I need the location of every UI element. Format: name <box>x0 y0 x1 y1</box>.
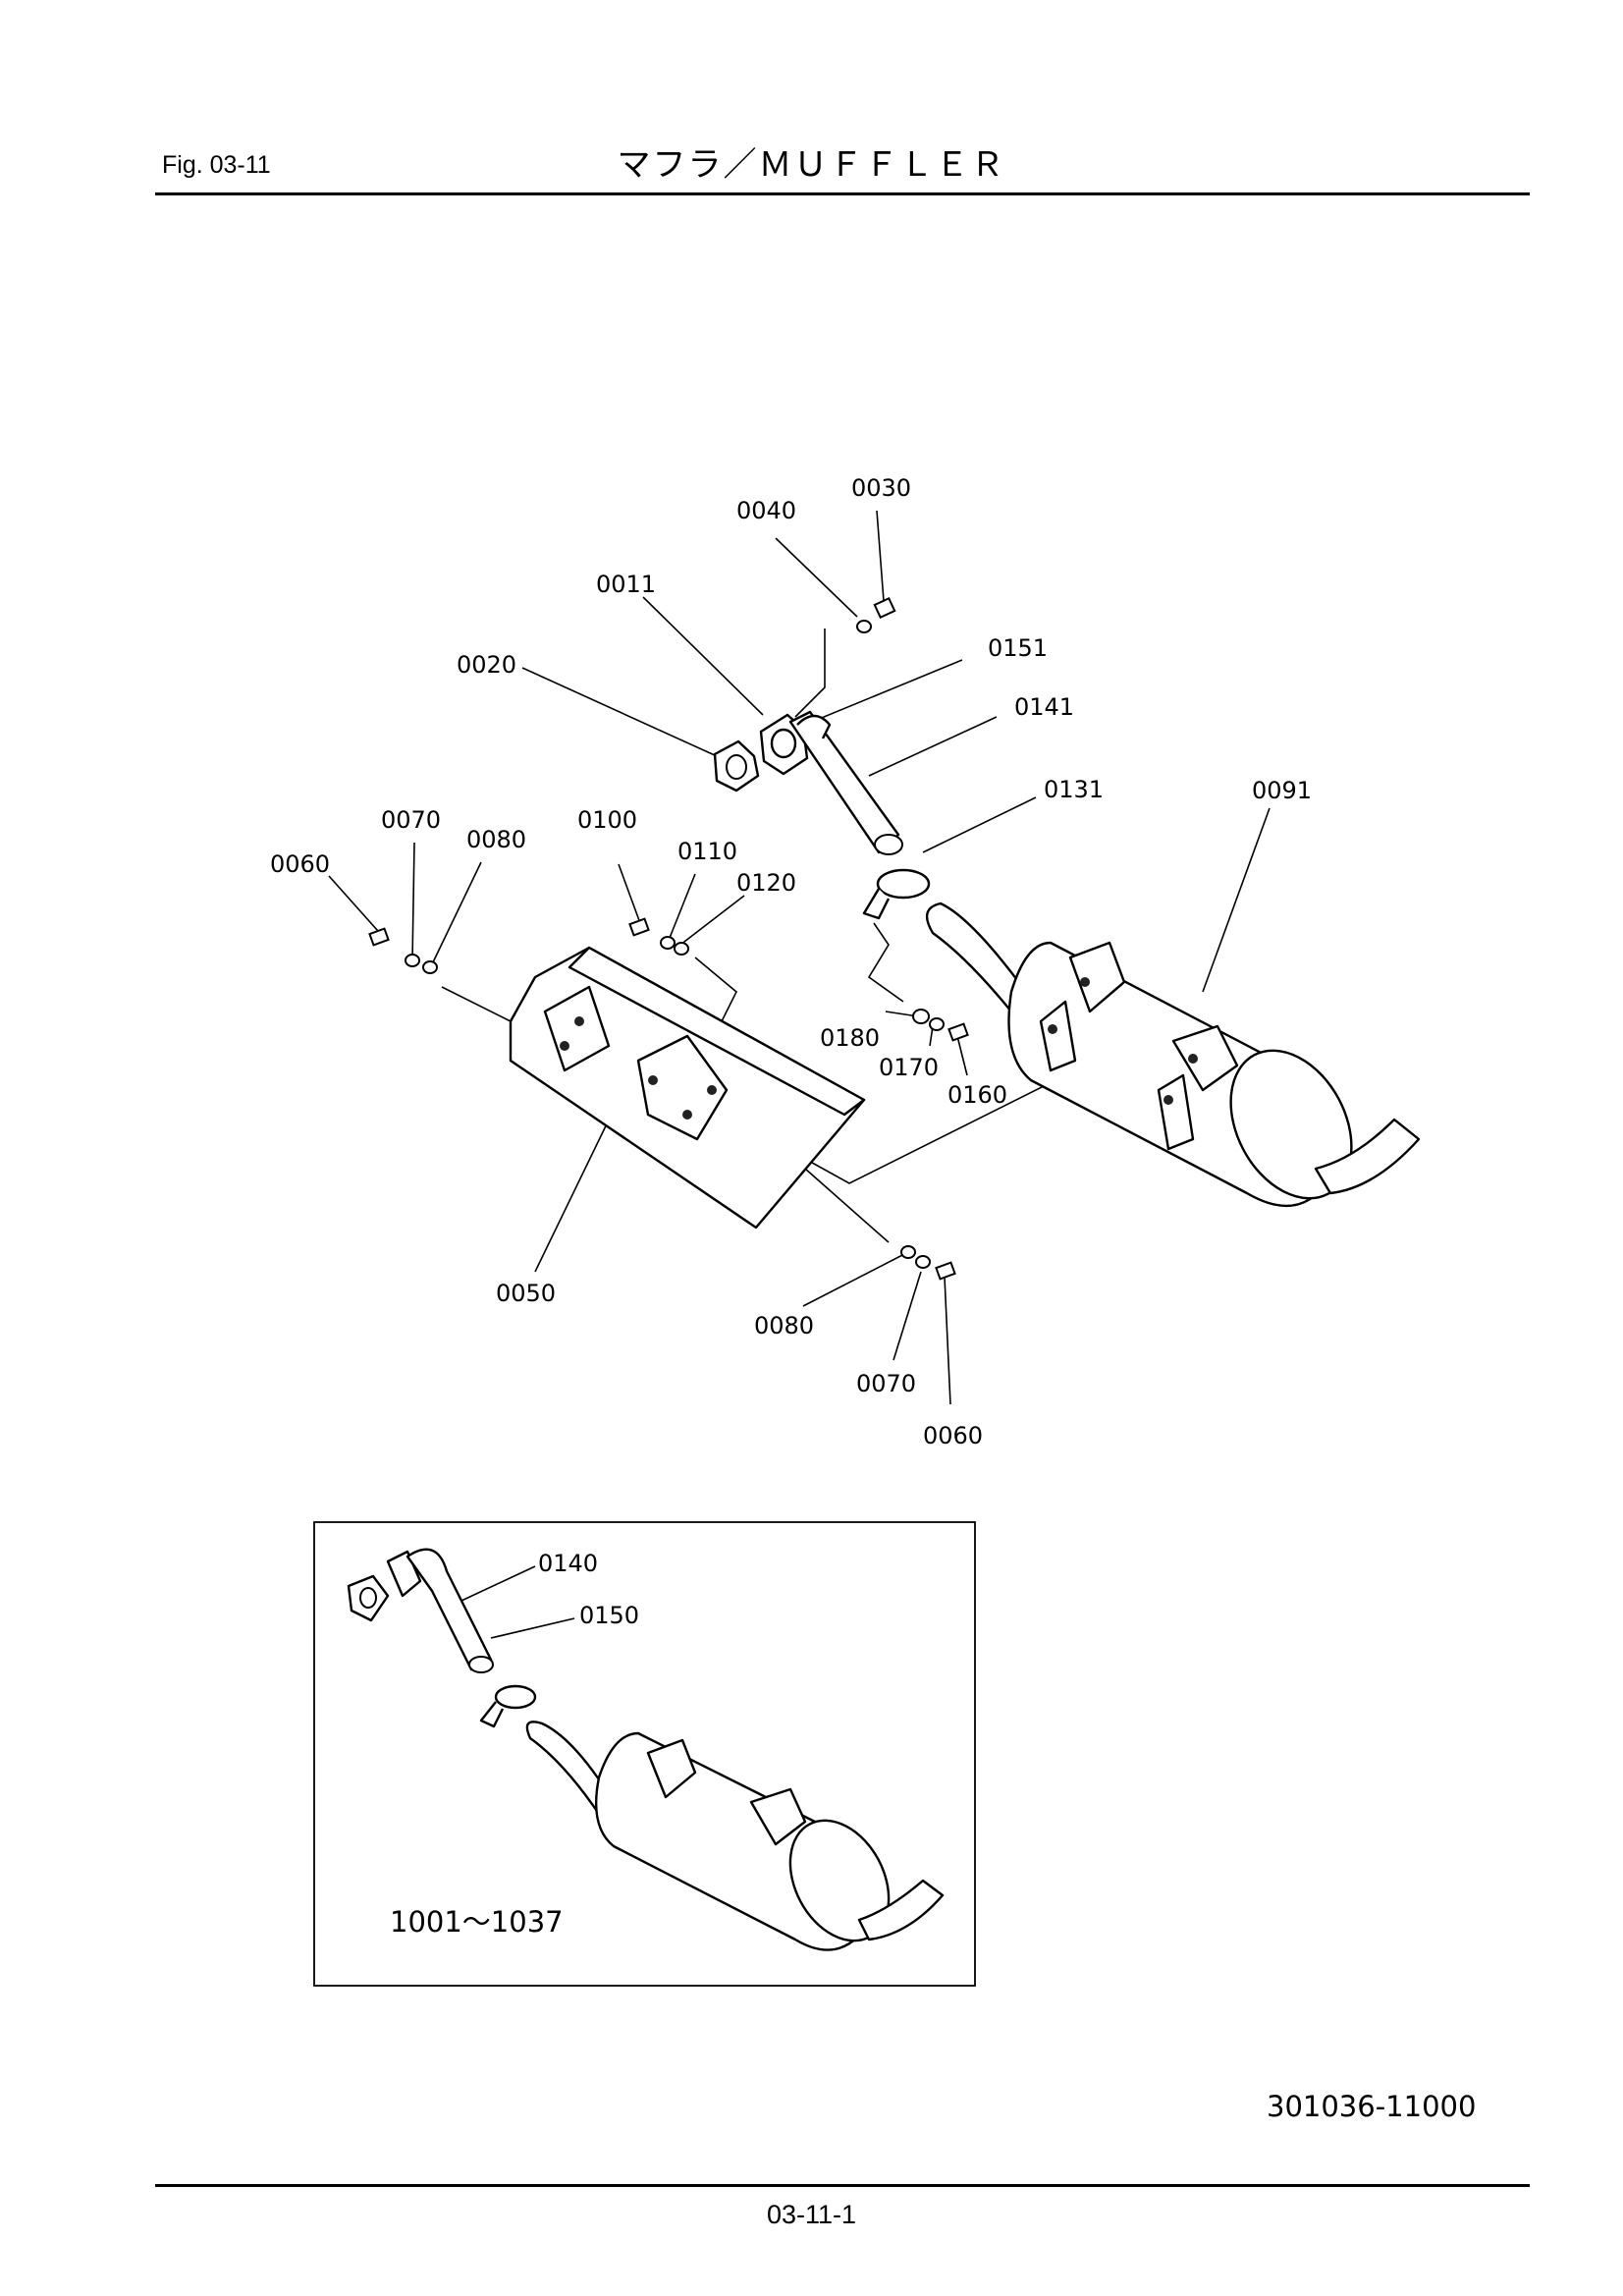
callout-0170: 0170 <box>879 1054 939 1081</box>
callout-0080-left: 0080 <box>466 826 526 853</box>
washer-0070-right <box>915 1255 931 1269</box>
pipe-elbow <box>796 714 832 739</box>
figure-label: Fig. 03-11 <box>162 151 271 179</box>
bolt-0160 <box>947 1022 969 1042</box>
serial-range-label: 1001～1037 <box>390 1905 564 1939</box>
washer-0040 <box>856 620 872 633</box>
washer-0080-left <box>422 960 438 974</box>
callout-0070-right: 0070 <box>856 1370 916 1397</box>
callout-0091: 0091 <box>1252 777 1312 804</box>
callout-0110: 0110 <box>677 838 737 865</box>
callout-0040: 0040 <box>736 497 796 524</box>
callout-0030: 0030 <box>851 474 911 502</box>
callout-0100: 0100 <box>577 806 637 834</box>
fasteners <box>368 917 969 1281</box>
bolt-0100 <box>628 917 650 937</box>
callout-0020: 0020 <box>457 651 516 679</box>
callout-0150: 0150 <box>579 1602 639 1629</box>
page-number: 03-11-1 <box>766 2200 857 2229</box>
bolt-0060-right <box>935 1261 956 1281</box>
pipe-0141 <box>788 710 900 854</box>
washer-0170 <box>929 1017 945 1031</box>
callout-0080-right: 0080 <box>754 1312 814 1339</box>
callout-0011: 0011 <box>596 571 656 598</box>
inset-callouts: 0140 0150 1001～1037 <box>390 1550 639 1939</box>
callout-labels: 0030 0040 0011 0151 0020 0141 0131 0091 … <box>270 474 1312 1449</box>
bolt-0060-left <box>368 927 390 947</box>
inset-variant-drawing <box>347 1548 945 1951</box>
callout-0180: 0180 <box>820 1024 880 1052</box>
header-rule <box>155 192 1530 195</box>
callout-0151: 0151 <box>988 634 1048 662</box>
bolt-0030 <box>873 596 896 620</box>
callout-0141: 0141 <box>1014 693 1074 721</box>
clamp-0131 <box>862 868 931 920</box>
washer-0110 <box>660 936 676 950</box>
callout-0060-right: 0060 <box>923 1422 983 1449</box>
washer-0120 <box>674 942 689 956</box>
washer-0070-left <box>405 954 420 967</box>
exhaust-pipe-assembly <box>713 596 903 855</box>
callout-0131: 0131 <box>1044 776 1104 803</box>
callout-0160: 0160 <box>947 1081 1007 1109</box>
heat-shield-0050 <box>509 946 866 1230</box>
callout-0140: 0140 <box>538 1550 598 1577</box>
inset-frame <box>313 1521 976 1987</box>
callout-0070-left: 0070 <box>381 806 441 834</box>
leader-lines <box>328 510 1271 1405</box>
drawing-number: 301036-11000 <box>1267 2090 1477 2123</box>
washer-0080-right <box>900 1245 916 1259</box>
washer-0180 <box>912 1009 930 1024</box>
footer-rule <box>155 2184 1530 2187</box>
callout-0050: 0050 <box>496 1280 556 1307</box>
callout-0060-left: 0060 <box>270 850 330 878</box>
callout-0120: 0120 <box>736 869 796 897</box>
page-title: マフラ／ＭＵＦＦＬＥＲ <box>617 145 1006 185</box>
muffler-0091 <box>925 902 1421 1207</box>
